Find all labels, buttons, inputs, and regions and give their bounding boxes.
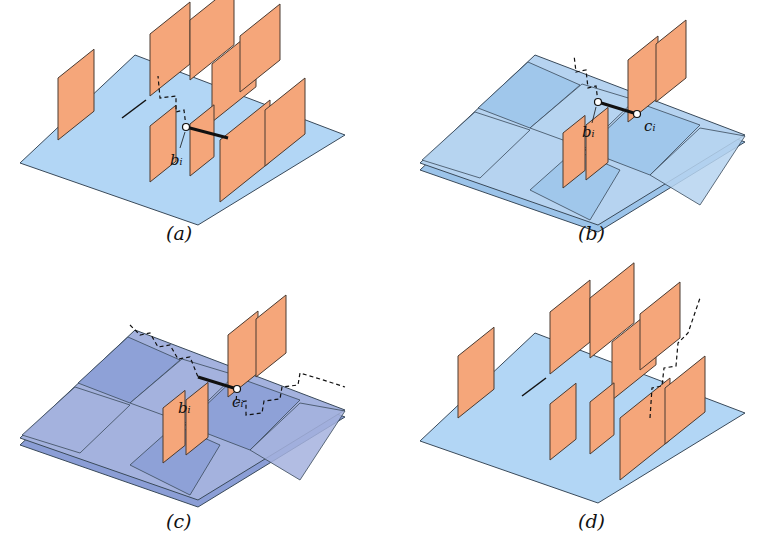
tilted-tile	[650, 128, 745, 205]
endpoint	[183, 124, 190, 131]
wall	[628, 36, 658, 122]
endpoint	[595, 99, 602, 106]
floor-segment	[598, 102, 637, 114]
wall	[256, 295, 286, 377]
path	[650, 298, 700, 418]
wall	[150, 2, 190, 96]
path	[574, 55, 598, 102]
wall	[665, 356, 705, 444]
point-label: bᵢ	[168, 152, 185, 169]
path	[130, 325, 198, 377]
wall	[563, 115, 585, 188]
wall	[228, 311, 258, 397]
path	[158, 76, 186, 127]
ground-plane	[420, 55, 745, 225]
wall	[620, 378, 670, 480]
panel-caption: (a)	[166, 224, 192, 243]
wall	[58, 49, 94, 140]
point-label: cᵢ	[230, 394, 245, 411]
wall	[550, 280, 590, 374]
tilted-tile	[250, 403, 345, 480]
wall	[265, 78, 305, 166]
wall	[458, 327, 494, 418]
floor-segment	[592, 107, 596, 123]
floor-segment	[180, 132, 185, 148]
ground-plane-lower	[20, 337, 345, 507]
path	[236, 373, 345, 415]
floor-segment	[198, 377, 237, 389]
ground-plane-lower	[420, 62, 745, 232]
floor-segment	[186, 127, 228, 138]
wall	[590, 383, 614, 454]
wall	[240, 4, 280, 92]
wall	[150, 105, 176, 182]
wall	[656, 20, 686, 102]
floor-segment	[522, 378, 546, 396]
panel-caption: (c)	[166, 512, 191, 531]
panel-caption: (b)	[578, 224, 605, 243]
point-label: cᵢ	[642, 118, 657, 135]
wall	[586, 107, 608, 180]
floor-segment	[122, 100, 146, 118]
wall	[550, 383, 576, 460]
point-label: bᵢ	[176, 400, 193, 417]
wall	[186, 382, 208, 455]
wall	[640, 282, 680, 370]
wall	[220, 100, 270, 202]
endpoint	[634, 111, 641, 118]
ground-plane	[20, 330, 345, 500]
endpoint	[234, 386, 241, 393]
panel-caption: (d)	[578, 512, 605, 531]
point-label: bᵢ	[580, 124, 597, 141]
wall	[190, 105, 214, 176]
